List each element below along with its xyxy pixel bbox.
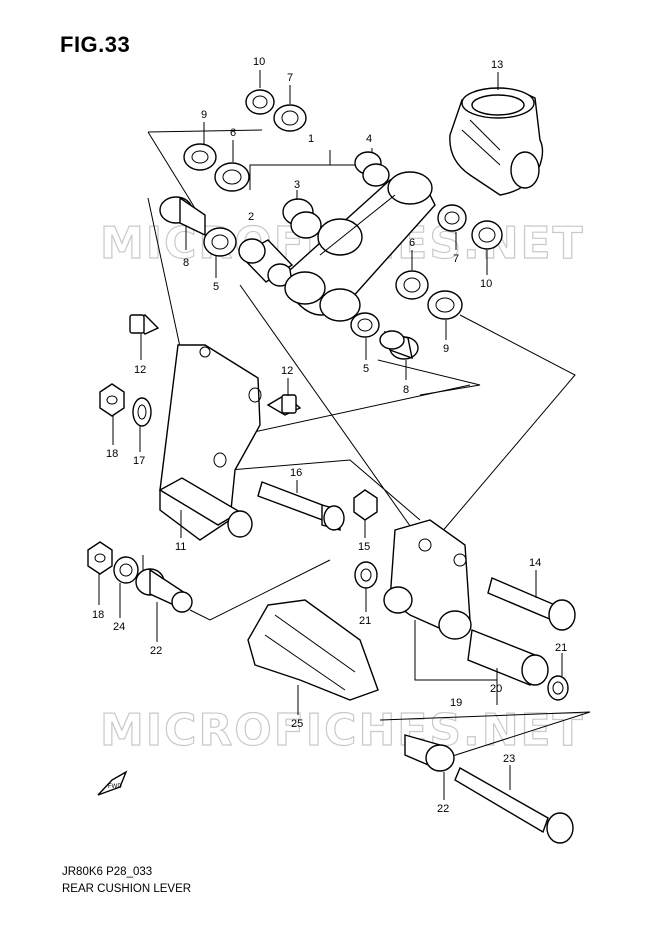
- callout-9b: 9: [443, 343, 449, 355]
- callout-12b: 12: [281, 365, 293, 377]
- watermark-bottom: MICROFICHES.NET: [100, 705, 585, 756]
- callout-2: 2: [248, 211, 254, 223]
- upper-left-seals: [183, 89, 307, 257]
- callout-10b: 10: [480, 278, 492, 290]
- callout-5a: 5: [213, 281, 219, 293]
- figure-code: JR80K6 P28_033: [62, 866, 153, 878]
- callout-leaders: [98, 70, 563, 800]
- callout-10a: 10: [253, 56, 265, 68]
- callout-14: 14: [529, 557, 541, 569]
- callout-5b: 5: [363, 363, 369, 375]
- callout-8b: 8: [403, 384, 409, 396]
- figure-title: FIG.33: [60, 32, 131, 57]
- spacer-2: [238, 238, 294, 287]
- bolt-23: [454, 767, 574, 844]
- callout-4: 4: [366, 133, 372, 145]
- callout-12a: 12: [134, 364, 146, 376]
- callout-23: 23: [503, 753, 515, 765]
- guard-25: [247, 599, 379, 701]
- rear-shock-boot: [449, 87, 544, 196]
- callout-22b: 22: [437, 803, 449, 815]
- callout-25: 25: [291, 718, 303, 730]
- bolt-16: [257, 481, 345, 531]
- nuts-washers: [87, 383, 569, 701]
- right-side-seals: [350, 204, 503, 338]
- callout-22a: 22: [150, 645, 162, 657]
- cushion-rod-19: [383, 519, 549, 686]
- assembly-lines: [142, 129, 591, 761]
- callout-13: 13: [491, 59, 503, 71]
- rear-cushion-lever: [284, 171, 436, 322]
- fwd-arrow: FWD: [97, 770, 128, 796]
- callout-20: 20: [490, 683, 502, 695]
- callout-17: 17: [133, 455, 145, 467]
- callout-21b: 21: [555, 642, 567, 654]
- callout-9a: 9: [201, 109, 207, 121]
- figure-name: REAR CUSHION LEVER: [62, 883, 192, 895]
- callout-11: 11: [175, 541, 186, 553]
- callout-18b: 18: [92, 609, 104, 621]
- bolt-12: [129, 314, 302, 416]
- callout-21a: 21: [359, 615, 371, 627]
- callout-19: 19: [450, 697, 462, 709]
- callout-24: 24: [113, 621, 125, 633]
- collar-22: [135, 568, 455, 772]
- callout-3: 3: [294, 179, 300, 191]
- callout-18a: 18: [106, 448, 118, 460]
- callout-6b: 6: [409, 237, 415, 249]
- bolt-14: [487, 577, 576, 631]
- callout-1: 1: [308, 133, 314, 145]
- lever-bracket-11: [158, 344, 262, 541]
- fwd-label: FWD: [108, 784, 122, 790]
- callout-7b: 7: [453, 253, 459, 265]
- bearings-3-4: [282, 151, 390, 239]
- callout-16: 16: [290, 467, 302, 479]
- callout-15: 15: [358, 541, 370, 553]
- callout-7a: 7: [287, 72, 293, 84]
- callout-8a: 8: [183, 257, 189, 269]
- callout-6a: 6: [230, 127, 236, 139]
